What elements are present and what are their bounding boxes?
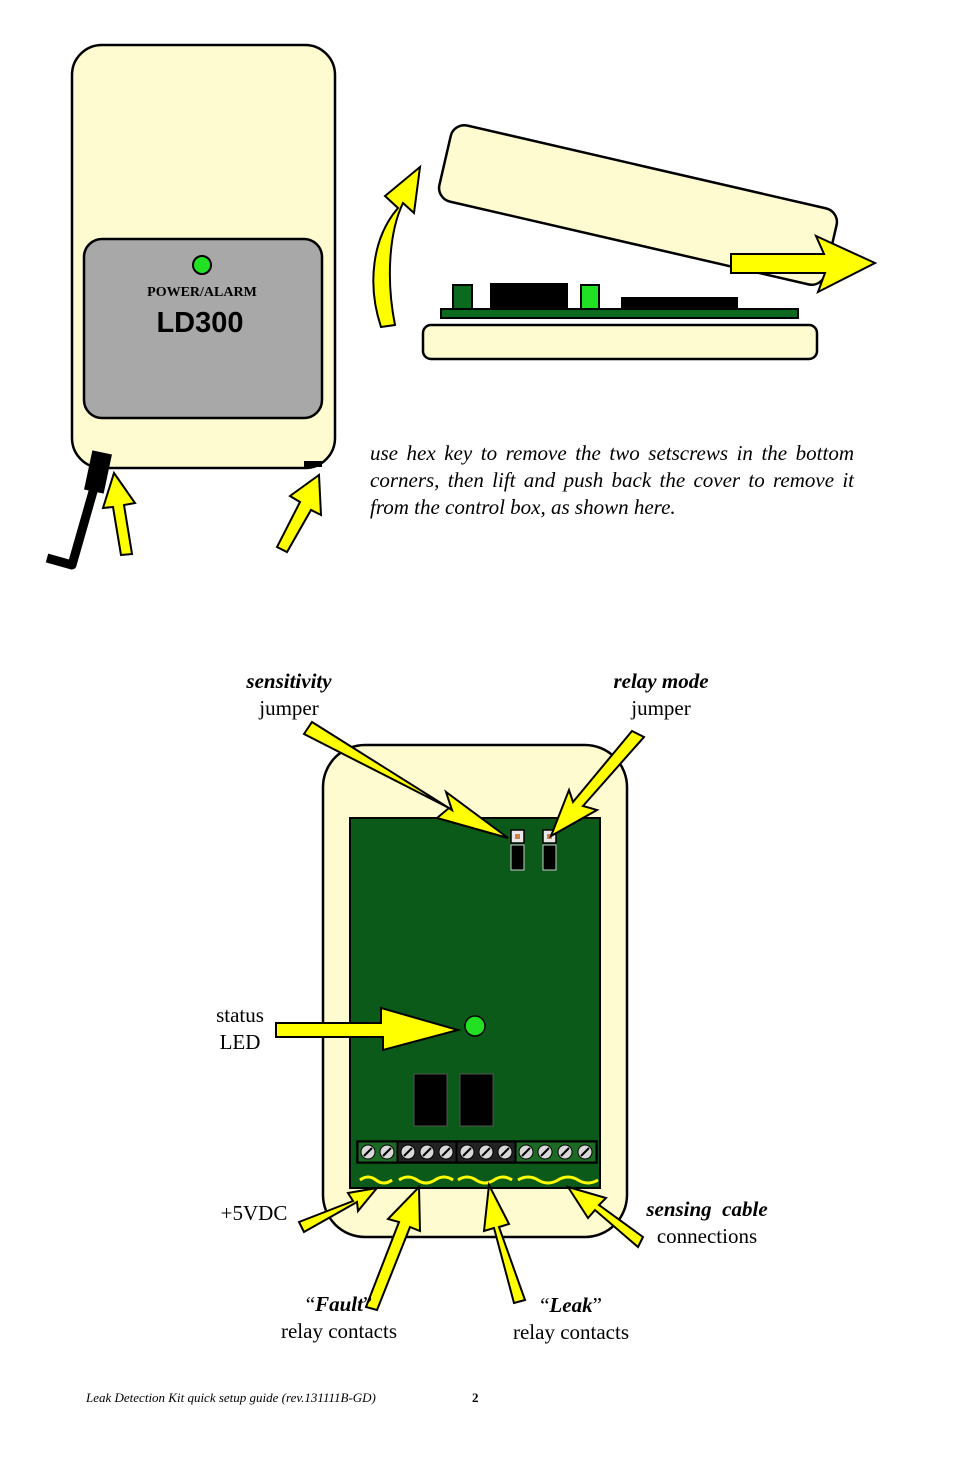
hex-key-icon — [45, 450, 112, 570]
power-text: +5VDC — [220, 1201, 288, 1225]
terminal-screw-slot-3 — [403, 1147, 413, 1157]
sensing-cable-label: sensing cable connections — [622, 1196, 792, 1250]
footer-title: Leak Detection Kit quick setup guide (re… — [86, 1390, 376, 1405]
terminal-screw-slot-1 — [363, 1147, 373, 1157]
relay-mode-text: jumper — [631, 696, 691, 720]
terminal-screw-slot-6 — [462, 1147, 472, 1157]
terminal-screw-slot-11 — [560, 1147, 570, 1157]
terminal-screw-slot-5 — [441, 1147, 451, 1157]
status-led-line1: status — [216, 1003, 264, 1027]
relay-mode-jumper-label: relay mode jumper — [586, 668, 736, 722]
sensitivity-emph: sensitivity — [246, 669, 332, 693]
push-back-arrow — [730, 233, 878, 295]
terminal-strip — [356, 1140, 599, 1185]
fault-relay-label: “Fault” relay contacts — [254, 1291, 424, 1345]
arrow-fault — [364, 1184, 422, 1312]
fault-text: relay contacts — [280, 1319, 398, 1343]
circuit-board — [349, 817, 601, 1189]
terminal-screw-slot-9 — [521, 1147, 531, 1157]
sensitivity-text: jumper — [259, 696, 319, 720]
sensitivity-jumper — [510, 829, 525, 871]
sensing-cable-emph: sensing cable — [646, 1197, 768, 1221]
power-alarm-led — [192, 255, 212, 275]
arrow-relay-mode-jumper — [549, 729, 646, 839]
status-led — [464, 1015, 486, 1037]
model-label: LD300 — [156, 307, 243, 339]
arrow-leak — [482, 1181, 527, 1305]
arrow-power — [297, 1186, 380, 1234]
footer-page-number: 2 — [472, 1390, 479, 1405]
fault-relay — [413, 1073, 448, 1127]
control-box-base — [421, 323, 819, 361]
leak-text: relay contacts — [512, 1320, 630, 1344]
setscrew-right — [304, 461, 322, 467]
relay-mode-emph: relay mode — [613, 669, 709, 693]
open-control-box — [321, 743, 629, 1239]
relay-mode-jumper — [542, 829, 557, 871]
arrow-status-led — [275, 1006, 462, 1052]
circuit-board-side-view — [440, 283, 799, 319]
instruction-text: use hex key to remove the two setscrews … — [370, 441, 854, 519]
terminal-block-sensing-cable — [515, 1141, 597, 1163]
arrow-setscrew-left — [101, 470, 137, 557]
leak-emph: Leak — [549, 1293, 593, 1317]
arrow-setscrew-right — [275, 473, 323, 554]
status-led-line2: LED — [219, 1030, 261, 1054]
leak-relay-label: “Leak” relay contacts — [486, 1292, 656, 1346]
status-led-label: status LED — [190, 1002, 290, 1056]
front-panel — [82, 237, 324, 420]
terminal-screw-slot-8 — [500, 1147, 510, 1157]
arrow-sensitivity-jumper — [302, 720, 509, 839]
leak-relay — [459, 1073, 494, 1127]
sensing-cable-text: connections — [656, 1224, 758, 1248]
terminal-screw-slot-7 — [481, 1147, 491, 1157]
arrow-sensing-cable — [565, 1185, 645, 1249]
fault-emph: Fault — [315, 1292, 363, 1316]
sensitivity-jumper-label: sensitivity jumper — [214, 668, 364, 722]
closed-control-box: POWER/ALARM LD300 — [70, 43, 337, 470]
power-label: +5VDC — [194, 1200, 314, 1227]
terminal-screw-slot-10 — [540, 1147, 550, 1157]
terminal-screw-slot-4 — [422, 1147, 432, 1157]
terminal-screw-slot-12 — [580, 1147, 590, 1157]
lift-arrow — [372, 164, 422, 329]
power-alarm-label: POWER/ALARM — [147, 285, 257, 300]
terminal-screw-slot-2 — [382, 1147, 392, 1157]
